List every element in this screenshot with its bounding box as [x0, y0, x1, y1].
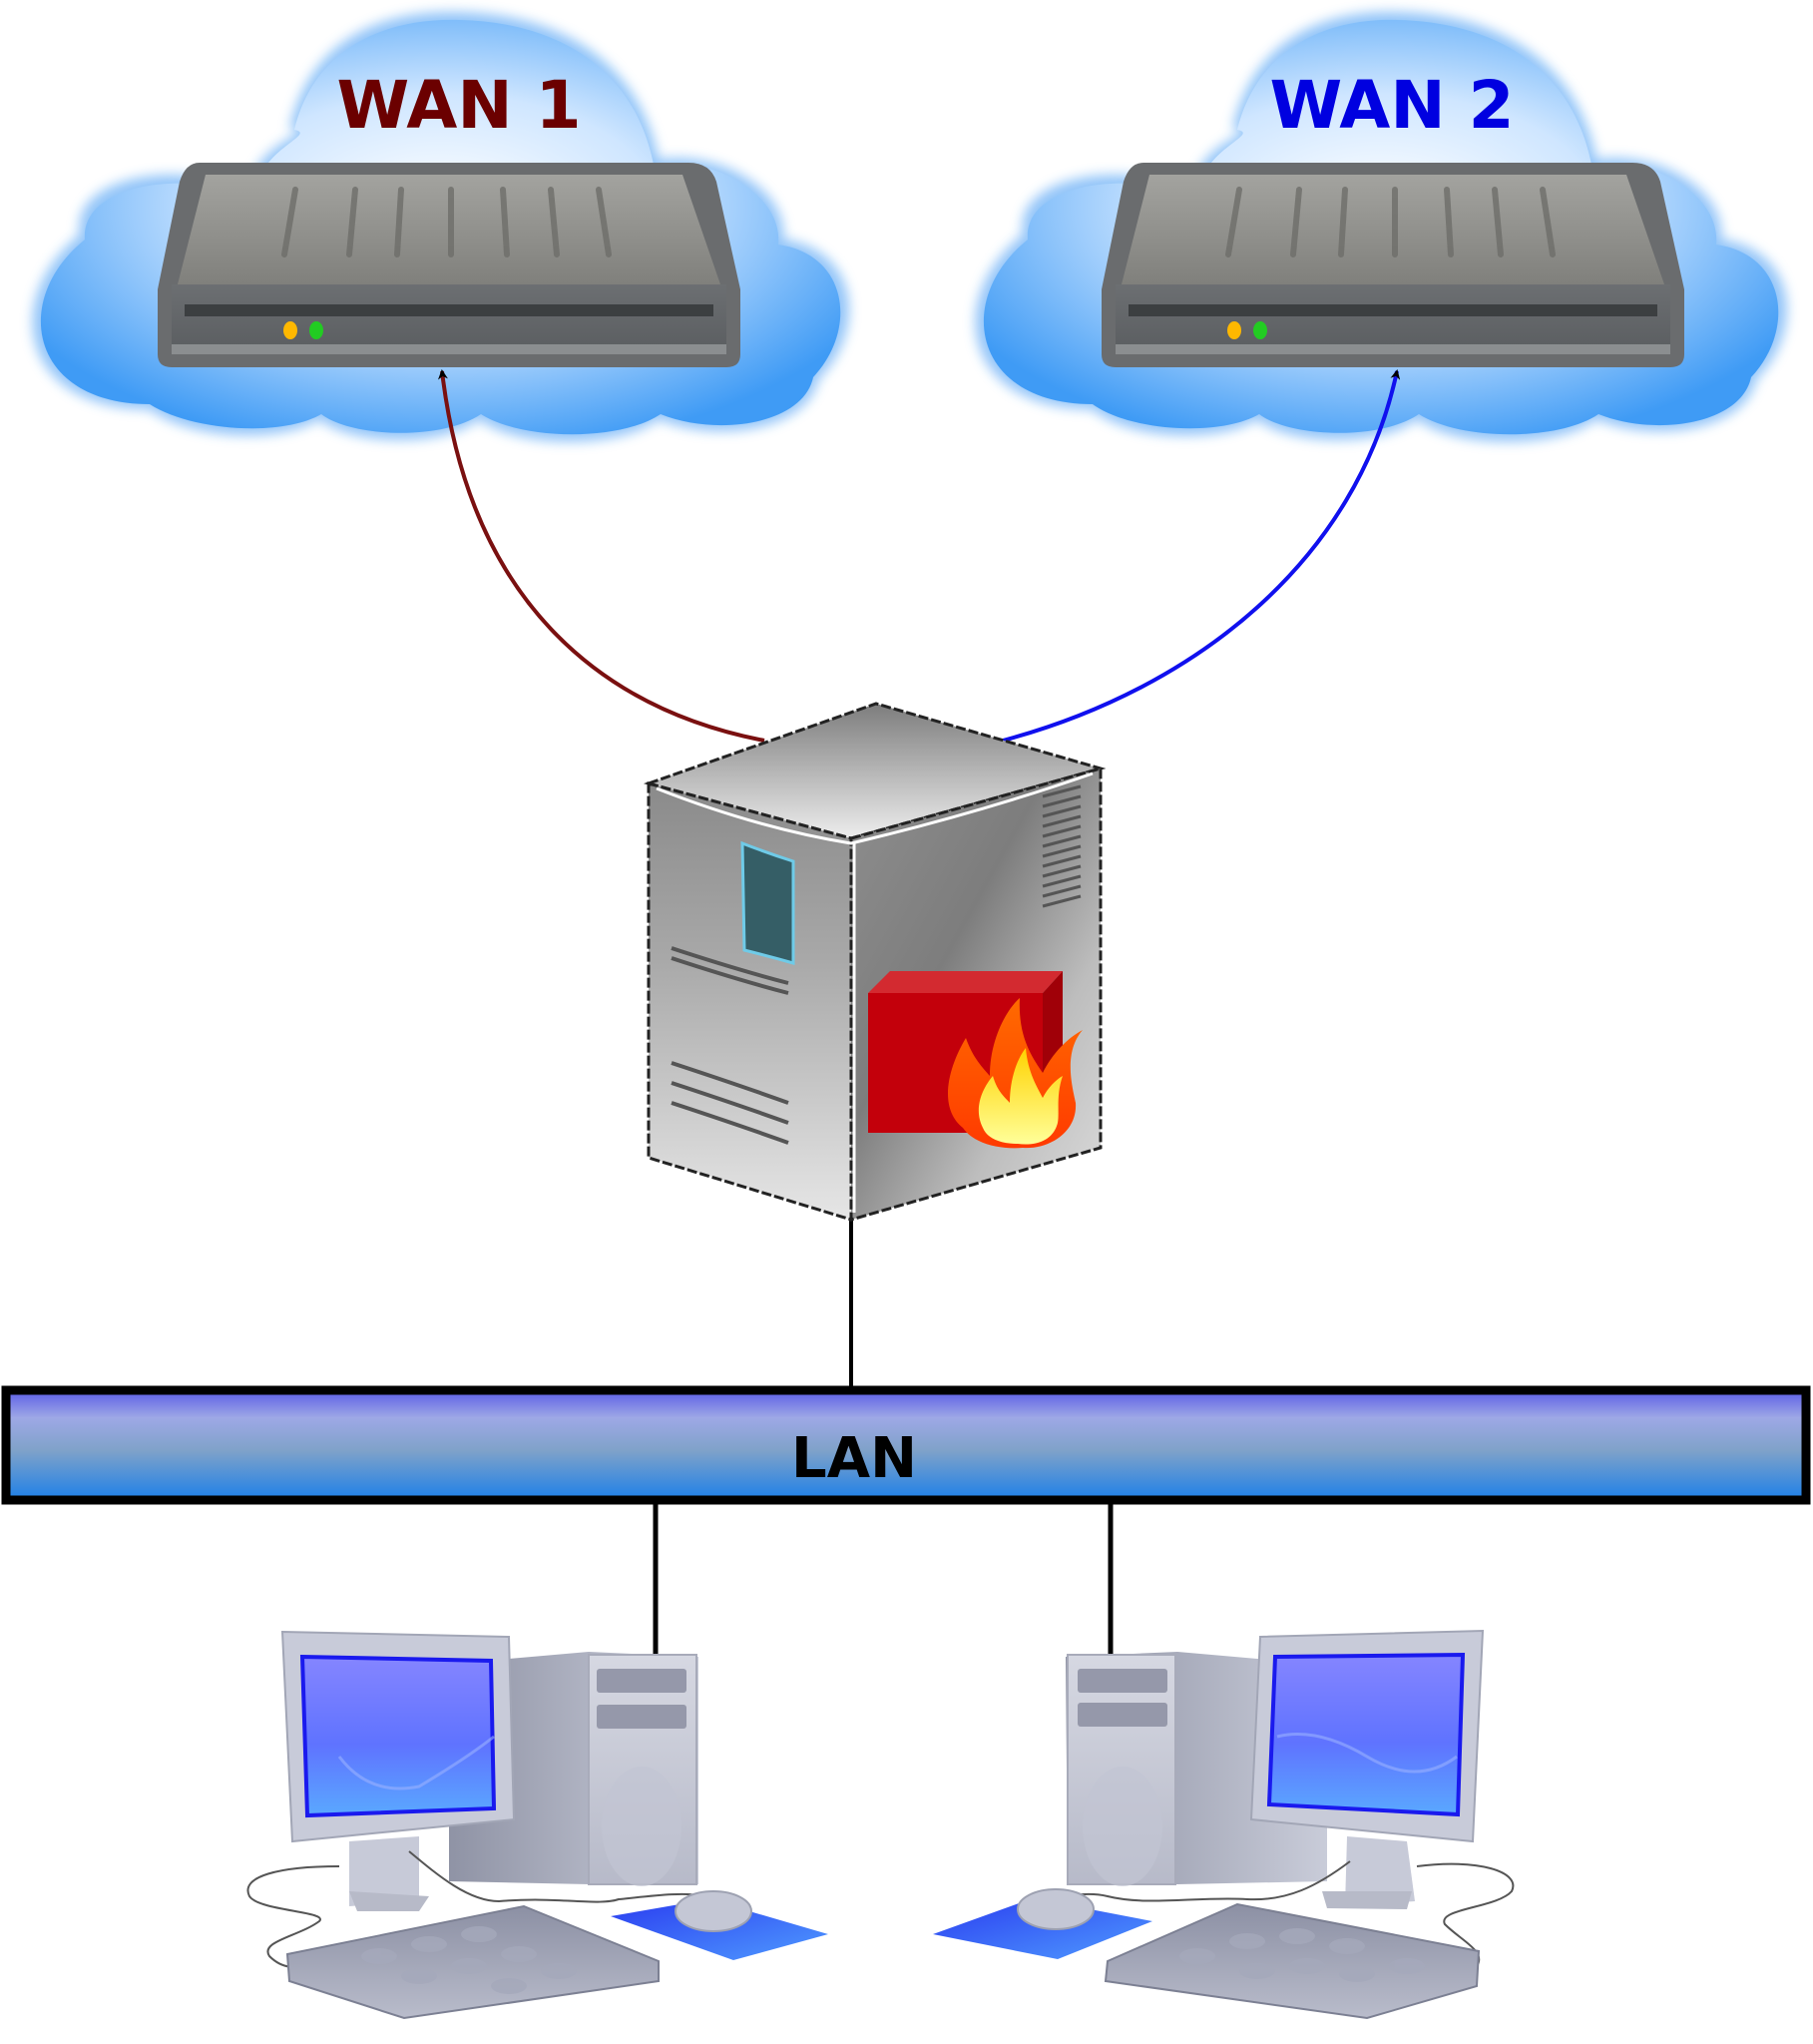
wan1-label: WAN 1	[336, 67, 581, 144]
wan1-led-green	[309, 321, 323, 339]
lan-label: LAN	[791, 1426, 917, 1491]
flame-icon	[948, 998, 1083, 1149]
wan2-node: WAN 2	[975, 11, 1787, 442]
pc-right-mouse	[1017, 1888, 1095, 1930]
pc-right-icon	[933, 1629, 1515, 2020]
wan1-modem-icon	[158, 163, 740, 367]
wan1-node: WAN 1	[32, 11, 849, 442]
firewall-server-icon	[643, 702, 1107, 1223]
wan2-led-green	[1253, 321, 1267, 339]
lan-segment: LAN	[1, 1385, 1811, 1505]
wan2-modem-icon	[1102, 163, 1684, 367]
wan1-led-amber	[283, 321, 297, 339]
pc-left-icon	[246, 1630, 828, 2020]
wan2-led-amber	[1227, 321, 1241, 339]
wan2-label: WAN 2	[1269, 67, 1514, 144]
pc-left-mouse	[675, 1890, 752, 1932]
link-firewall-wan1	[437, 369, 765, 743]
link-firewall-wan2	[1002, 369, 1401, 743]
pc-right-keyboard	[1104, 1902, 1481, 2020]
